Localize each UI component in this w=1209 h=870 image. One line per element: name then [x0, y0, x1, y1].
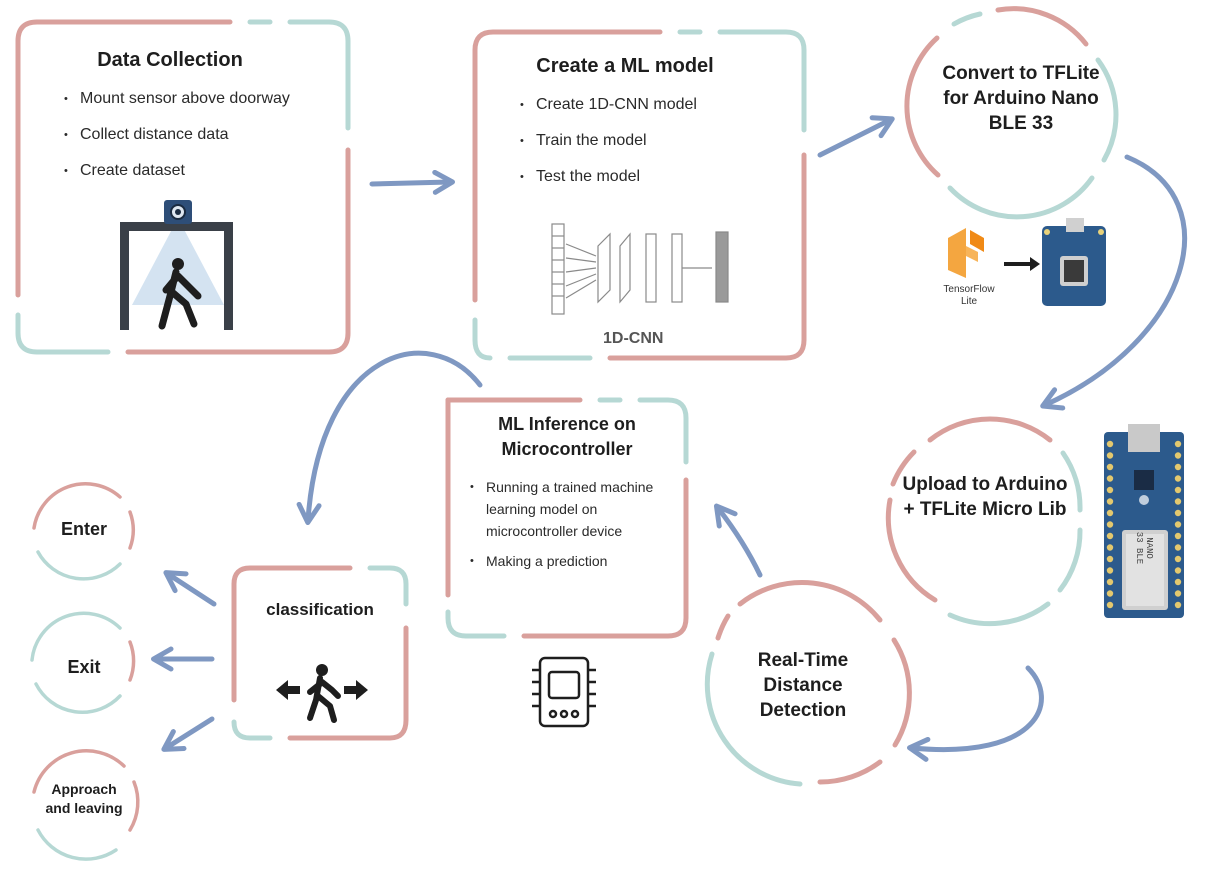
- exit-circle-frame: [30, 611, 136, 714]
- arduino-pin-row: [1106, 440, 1182, 609]
- create-model-frame: [472, 29, 807, 361]
- arrow-upload-to-realtime: [907, 665, 1044, 762]
- cnn-caption: 1D-CNN: [603, 330, 664, 347]
- list-item: Test the model: [518, 166, 778, 202]
- list-item: Running a trained machine learning model…: [468, 476, 680, 542]
- walking-direction-icon: [276, 664, 368, 723]
- arrow-to-approach: [161, 716, 215, 752]
- inference-list: Running a trained machine learning model…: [468, 476, 680, 580]
- arrow-to-enter: [163, 570, 217, 607]
- output-enter-label: Enter: [60, 519, 107, 539]
- arrow-model-to-convert: [817, 115, 895, 158]
- arduino-board-small-icon: [1042, 218, 1106, 306]
- header-pin: [1174, 475, 1182, 482]
- tensorflow-lite-icon: [948, 228, 984, 278]
- arrow-realtime-to-inference: [713, 503, 763, 578]
- list-item: Mount sensor above doorway: [62, 88, 342, 124]
- header-pin: [1106, 498, 1114, 505]
- header-pin: [1106, 475, 1114, 482]
- header-pin: [1174, 440, 1182, 448]
- convert-title: Convert to TFLite for Arduino Nano BLE 3…: [942, 63, 1100, 134]
- header-pin: [1106, 452, 1114, 459]
- arduino-nano-board-icon: [1104, 424, 1184, 618]
- output-approach-label: Approach and leaving: [45, 781, 123, 816]
- microcontroller-chip-icon: [532, 656, 596, 728]
- header-pin: [1106, 555, 1114, 563]
- header-pin: [1174, 521, 1182, 528]
- header-pin: [1106, 521, 1114, 528]
- upload-circle-frame: [885, 416, 1083, 627]
- data-collection-title: Data Collection: [97, 49, 243, 71]
- header-pin: [1174, 555, 1182, 563]
- header-pin: [1174, 601, 1182, 609]
- header-pin: [1174, 567, 1182, 574]
- output-exit-label: Exit: [67, 657, 101, 677]
- header-pin: [1174, 544, 1182, 551]
- header-pin: [1106, 544, 1114, 551]
- convert-circle-frame: [904, 6, 1119, 220]
- data-collection-frame: [15, 19, 351, 355]
- arrow-convert-to-upload: [1040, 154, 1188, 411]
- upload-title: Upload to Arduino + TFLite Micro Lib: [902, 474, 1068, 520]
- list-item: Create 1D-CNN model: [518, 94, 778, 130]
- doorway-sensor-icon: [120, 200, 233, 330]
- header-pin: [1174, 532, 1182, 540]
- realtime-circle-frame: [704, 580, 912, 787]
- inference-frame: [445, 397, 689, 639]
- classification-title: classification: [266, 600, 374, 619]
- classification-frame: [231, 565, 409, 741]
- header-pin: [1174, 463, 1182, 471]
- create-model-list: Create 1D-CNN model Train the model Test…: [518, 94, 778, 202]
- inference-title: ML Inference on Microcontroller: [498, 414, 636, 459]
- data-collection-list: Mount sensor above doorway Collect dista…: [62, 88, 342, 196]
- header-pin: [1106, 578, 1114, 586]
- header-pin: [1106, 532, 1114, 540]
- list-item: Collect distance data: [62, 124, 342, 160]
- list-item: Making a prediction: [468, 550, 680, 572]
- list-item: Train the model: [518, 130, 778, 166]
- list-item: Create dataset: [62, 160, 342, 196]
- arrow-inference-to-classification: [296, 350, 483, 525]
- header-pin: [1174, 509, 1182, 517]
- create-model-title: Create a ML model: [536, 55, 714, 77]
- header-pin: [1174, 590, 1182, 597]
- header-pin: [1174, 486, 1182, 494]
- header-pin: [1106, 440, 1114, 448]
- tensorflow-lite-label: TensorFlow Lite: [943, 284, 995, 307]
- header-pin: [1106, 567, 1114, 574]
- cnn-schematic-icon: [551, 223, 729, 315]
- header-pin: [1106, 463, 1114, 471]
- header-pin: [1106, 590, 1114, 597]
- enter-circle-frame: [32, 482, 135, 581]
- arrow-collection-to-model: [369, 169, 455, 195]
- realtime-title: Real-Time Distance Detection: [757, 650, 849, 721]
- header-pin: [1174, 578, 1182, 586]
- approach-circle-frame: [32, 749, 140, 861]
- header-pin: [1106, 601, 1114, 609]
- header-pin: [1174, 452, 1182, 459]
- header-pin: [1106, 509, 1114, 517]
- board-silkscreen-label: NANO 33 BLE: [1134, 531, 1154, 565]
- header-pin: [1106, 486, 1114, 494]
- header-pin: [1174, 498, 1182, 505]
